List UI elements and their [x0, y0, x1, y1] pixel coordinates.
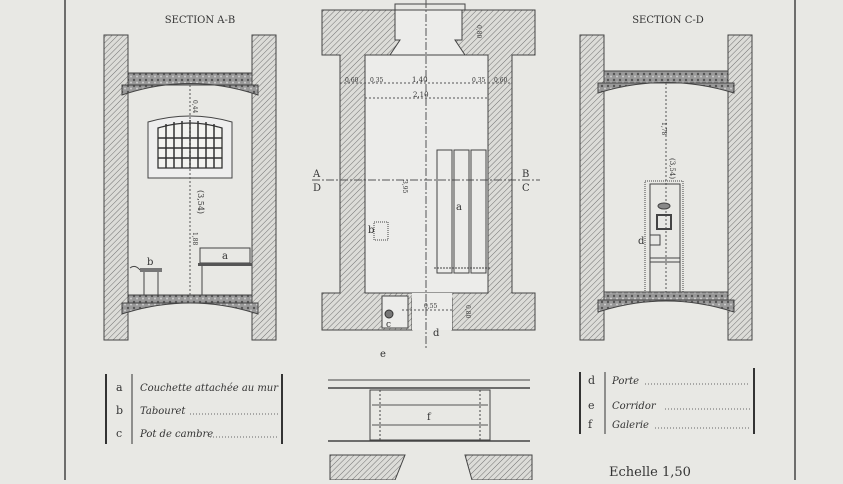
legend-key-e: e — [588, 399, 595, 412]
cut-label-a: A — [312, 169, 321, 180]
plan-label-a: a — [456, 202, 462, 213]
plan-label-d: d — [433, 328, 440, 339]
dim-label: 0,44 — [191, 100, 198, 114]
cut-label-b: B — [522, 169, 529, 180]
stool-b: b — [129, 257, 162, 295]
section-cd-title: SECTION C-D — [632, 15, 704, 26]
section-cd: SECTION C-D 1,78 (3,54) d — [579, 15, 753, 341]
legend-key-a: a — [116, 381, 123, 394]
legend-key-f: f — [588, 418, 593, 431]
plan-label-e: e — [380, 349, 386, 360]
legend-key-b: b — [116, 404, 123, 417]
door-d — [644, 180, 684, 293]
bunk-a: a — [198, 247, 252, 295]
label-d: d — [638, 236, 645, 247]
dim-length: 3,95 — [401, 180, 408, 194]
dim-wall-top: 0,80 — [475, 25, 482, 39]
section-ab-title: SECTION A-B — [165, 15, 236, 26]
dim-label: (3,54) — [668, 158, 676, 179]
dim-wall-right: 0,60 — [494, 77, 508, 84]
cut-label-d: D — [313, 183, 321, 194]
cell-plan: A D B C 0,60 0,35 1,40 0,35 0,60 2,10 3,… — [312, 0, 540, 360]
section-ab: SECTION A-B 0,44 (3,54) 1,88 a — [103, 15, 277, 341]
dim-wall-bottom: 0,80 — [464, 305, 471, 319]
label-a: a — [222, 251, 228, 262]
plan-label-c: c — [386, 320, 391, 330]
dim-label: 1,78 — [660, 122, 667, 136]
legend-key-d: d — [588, 374, 595, 387]
gallery: f — [328, 379, 533, 481]
legend-left: a b c Couchette attachée au mur Tabouret… — [105, 374, 283, 444]
legend-text-e: Corridor — [612, 401, 657, 412]
legend-text-a: Couchette attachée au mur — [140, 383, 279, 394]
legend-right: d e f Porte Corridor Galerie — [579, 368, 755, 434]
cut-label-c: C — [522, 183, 530, 194]
dim-door: 0,55 — [424, 303, 438, 310]
legend-text-d: Porte — [611, 376, 639, 387]
scale-label: Echelle 1,50 — [609, 465, 691, 480]
legend-key-c: c — [116, 427, 122, 440]
label-b: b — [147, 257, 153, 268]
dim-width: 2,10 — [413, 91, 429, 99]
legend-text-c: Pot de cambre — [139, 429, 213, 440]
dim-gap-left: 0,35 — [370, 77, 384, 84]
dim-label: 1,88 — [191, 232, 198, 246]
plan-label-b: b — [368, 225, 374, 236]
dim-center: 1,40 — [412, 76, 428, 84]
dim-wall-left: 0,60 — [345, 77, 359, 84]
gallery-label-f: f — [427, 412, 432, 423]
legend-text-b: Tabouret — [140, 406, 186, 417]
legend-text-f: Galerie — [612, 420, 649, 431]
bunk-a-plan — [434, 149, 490, 274]
dim-label: (3,54) — [196, 190, 205, 214]
dim-gap-right: 0,35 — [472, 77, 486, 84]
